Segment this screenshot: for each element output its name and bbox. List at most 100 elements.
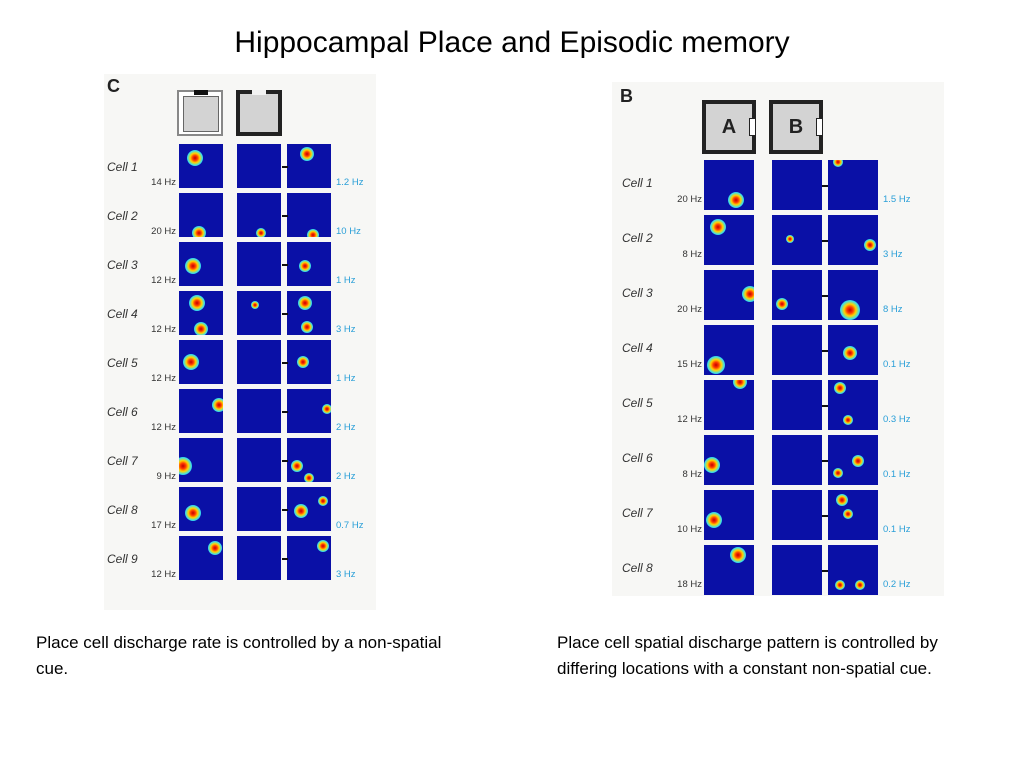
firing-field bbox=[776, 298, 788, 310]
cell-label: Cell 8 bbox=[107, 503, 138, 517]
firing-map-3 bbox=[287, 144, 331, 188]
firing-map-1 bbox=[704, 545, 754, 595]
firing-map-3 bbox=[287, 340, 331, 384]
divider-tick bbox=[822, 570, 828, 572]
rate-right: 0.1 Hz bbox=[883, 469, 911, 480]
firing-map-3 bbox=[828, 270, 878, 320]
firing-field bbox=[256, 228, 266, 237]
divider-tick bbox=[822, 350, 828, 352]
firing-map-2 bbox=[237, 291, 281, 335]
caption-panel-c: Place cell discharge rate is controlled … bbox=[36, 633, 442, 678]
cell-label: Cell 6 bbox=[622, 451, 653, 465]
firing-map-3 bbox=[287, 536, 331, 580]
arena-a-label: A bbox=[721, 116, 737, 138]
rate-left: 20 Hz bbox=[677, 304, 702, 315]
firing-field bbox=[833, 468, 843, 478]
cell-label: Cell 5 bbox=[107, 356, 138, 370]
rate-right: 3 Hz bbox=[336, 569, 356, 580]
firing-map-1 bbox=[179, 144, 223, 188]
firing-map-1 bbox=[179, 193, 223, 237]
caption-panel-b: Place cell spatial discharge pattern is … bbox=[557, 633, 938, 678]
rate-right: 0.1 Hz bbox=[883, 524, 911, 535]
firing-field bbox=[299, 260, 311, 272]
cell-label: Cell 6 bbox=[107, 405, 138, 419]
firing-map-3 bbox=[828, 215, 878, 265]
firing-map-1 bbox=[704, 435, 754, 485]
firing-map-1 bbox=[179, 340, 223, 384]
rate-right: 10 Hz bbox=[336, 226, 361, 237]
firing-field bbox=[307, 229, 319, 237]
firing-map-3 bbox=[287, 291, 331, 335]
firing-map-2 bbox=[237, 193, 281, 237]
rate-right: 0.3 Hz bbox=[883, 414, 911, 425]
firing-map-1 bbox=[179, 242, 223, 286]
firing-field bbox=[179, 457, 192, 475]
firing-map-3 bbox=[828, 545, 878, 595]
firing-field bbox=[835, 580, 845, 590]
firing-field bbox=[840, 300, 860, 320]
firing-map-1 bbox=[179, 291, 223, 335]
rate-right: 3 Hz bbox=[336, 324, 356, 335]
firing-map-2 bbox=[237, 536, 281, 580]
divider-tick bbox=[822, 460, 828, 462]
rate-left: 15 Hz bbox=[677, 359, 702, 370]
firing-field bbox=[301, 321, 313, 333]
cell-label: Cell 9 bbox=[107, 552, 138, 566]
firing-field bbox=[192, 226, 206, 237]
rate-right: 1.5 Hz bbox=[883, 194, 911, 205]
firing-field bbox=[291, 460, 303, 472]
rate-right: 8 Hz bbox=[883, 304, 903, 315]
firing-map-2 bbox=[772, 490, 822, 540]
cell-label: Cell 3 bbox=[107, 258, 138, 272]
divider-tick bbox=[822, 185, 828, 187]
firing-map-3 bbox=[828, 380, 878, 430]
rate-right: 2 Hz bbox=[336, 471, 356, 482]
rate-left: 8 Hz bbox=[682, 469, 702, 480]
firing-field bbox=[704, 457, 720, 473]
firing-field bbox=[317, 540, 329, 552]
firing-map-2 bbox=[237, 487, 281, 531]
rate-right: 3 Hz bbox=[883, 249, 903, 260]
firing-field bbox=[185, 258, 201, 274]
rate-left: 9 Hz bbox=[156, 471, 176, 482]
firing-map-2 bbox=[772, 215, 822, 265]
firing-field bbox=[294, 504, 308, 518]
divider-tick bbox=[282, 264, 288, 266]
firing-field bbox=[836, 494, 848, 506]
rate-left: 8 Hz bbox=[682, 249, 702, 260]
rate-left: 12 Hz bbox=[151, 275, 176, 286]
arena-a-icon: A bbox=[702, 100, 756, 154]
firing-field bbox=[189, 295, 205, 311]
cell-label: Cell 7 bbox=[107, 454, 138, 468]
rate-right: 0.2 Hz bbox=[883, 579, 911, 590]
cell-label: Cell 2 bbox=[107, 209, 138, 223]
firing-map-1 bbox=[179, 389, 223, 433]
firing-map-2 bbox=[237, 242, 281, 286]
rate-right: 1 Hz bbox=[336, 275, 356, 286]
firing-field bbox=[194, 322, 208, 335]
panel-letter-b: B bbox=[620, 86, 633, 106]
divider-tick bbox=[282, 362, 288, 364]
firing-field bbox=[251, 301, 259, 309]
firing-field bbox=[843, 415, 853, 425]
firing-map-3 bbox=[287, 242, 331, 286]
rate-right: 1 Hz bbox=[336, 373, 356, 384]
divider-tick bbox=[282, 460, 288, 462]
firing-field bbox=[318, 496, 328, 506]
cell-label: Cell 5 bbox=[622, 396, 653, 410]
firing-field bbox=[843, 509, 853, 519]
firing-field bbox=[298, 296, 312, 310]
rate-right: 1.2 Hz bbox=[336, 177, 364, 188]
rate-left: 12 Hz bbox=[151, 324, 176, 335]
firing-map-3 bbox=[287, 193, 331, 237]
firing-map-3 bbox=[828, 490, 878, 540]
divider-tick bbox=[282, 509, 288, 511]
divider-tick bbox=[822, 295, 828, 297]
cell-label: Cell 1 bbox=[622, 176, 653, 190]
divider-tick bbox=[282, 558, 288, 560]
firing-map-2 bbox=[237, 438, 281, 482]
panel-letter-c: C bbox=[107, 76, 120, 96]
firing-map-3 bbox=[287, 389, 331, 433]
rate-left: 12 Hz bbox=[677, 414, 702, 425]
divider-tick bbox=[822, 240, 828, 242]
